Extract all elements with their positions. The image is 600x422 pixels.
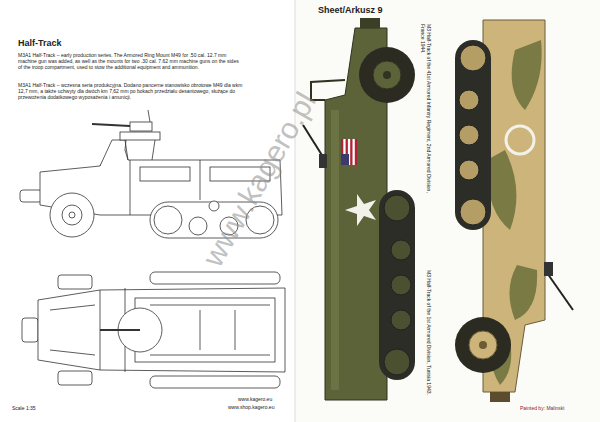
website: www.kagero.eu <box>238 396 272 402</box>
description-en: M3A1 Half-Track – early production serie… <box>18 52 243 70</box>
olive-halftrack-profile <box>303 18 415 400</box>
profile-caption: M3 Half-Track of the 41st Armored Infant… <box>420 24 432 199</box>
page-gutter <box>295 0 296 422</box>
profile-caption: M3 Half-Track of the 1st Armored Divisio… <box>426 270 432 410</box>
website: www.shop.kagero.eu <box>228 404 274 410</box>
sheet-title: Sheet/Arkusz 9 <box>318 5 383 16</box>
artist-credit: Painted by: Malinski <box>520 405 564 411</box>
sand-halftrack-profile <box>455 20 573 402</box>
right-page <box>295 0 600 422</box>
scale-note: Scale 1:35 <box>12 405 36 411</box>
description-pl: M3A1 Half-Track – wczesna seria produkcy… <box>18 82 243 100</box>
top-view-drawing <box>22 272 285 388</box>
section-heading: Half-Track <box>18 38 62 49</box>
